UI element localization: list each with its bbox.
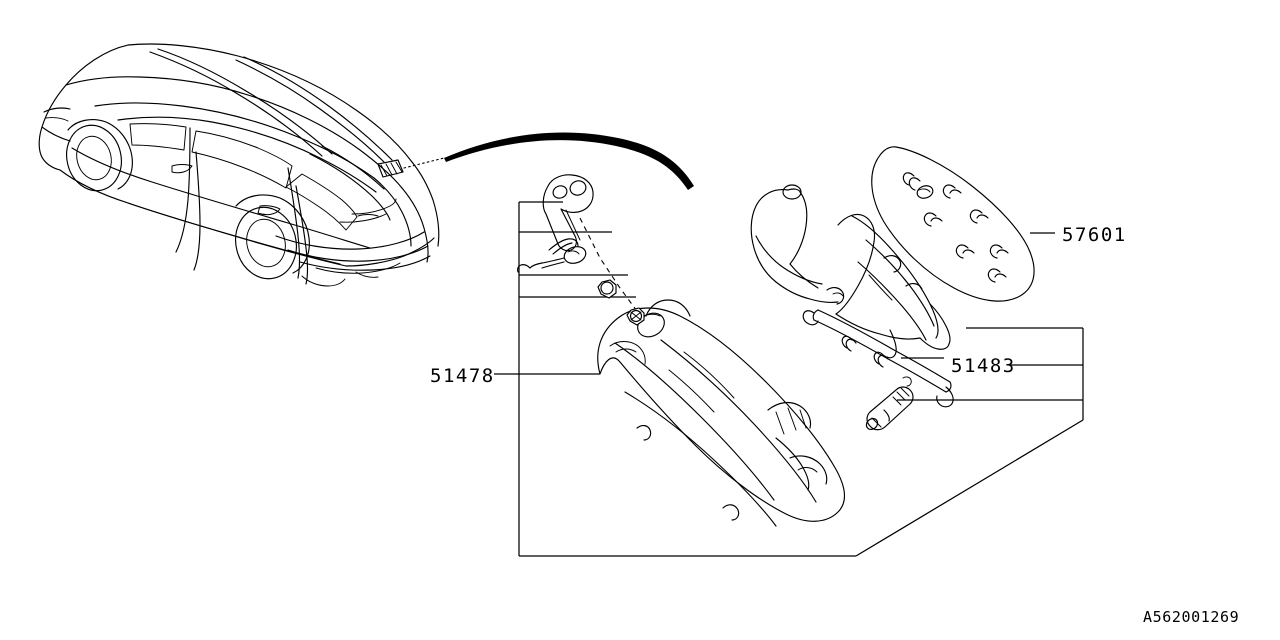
marker-dotted-leader	[403, 157, 445, 169]
callout-label-57601: 57601	[1062, 224, 1127, 246]
callout-arc-pointer	[444, 132, 694, 190]
assembly-axis-dashed	[579, 217, 643, 319]
part-rear-gate-trim-panel	[871, 146, 1035, 302]
diagram-id-code: A562001269	[1143, 608, 1240, 626]
callout-bracket-frame	[518, 201, 1084, 557]
callout-label-51478: 51478	[430, 365, 495, 387]
part-reinforcement-rail-strip	[802, 309, 954, 408]
part-grommet-lower	[626, 307, 645, 326]
part-rear-gate-hinge-bracket	[750, 184, 951, 359]
vehicle-illustration	[38, 43, 440, 287]
rear-quarter-reference-marker	[377, 159, 404, 178]
part-grommet-upper	[597, 279, 617, 299]
part-threaded-stud-bolt	[865, 376, 914, 431]
part-rear-quarter-inner-panel	[597, 299, 845, 527]
callout-label-51483: 51483	[951, 355, 1016, 377]
part-wire-rod-clip	[517, 238, 587, 273]
part-hinge-arm	[542, 174, 594, 252]
